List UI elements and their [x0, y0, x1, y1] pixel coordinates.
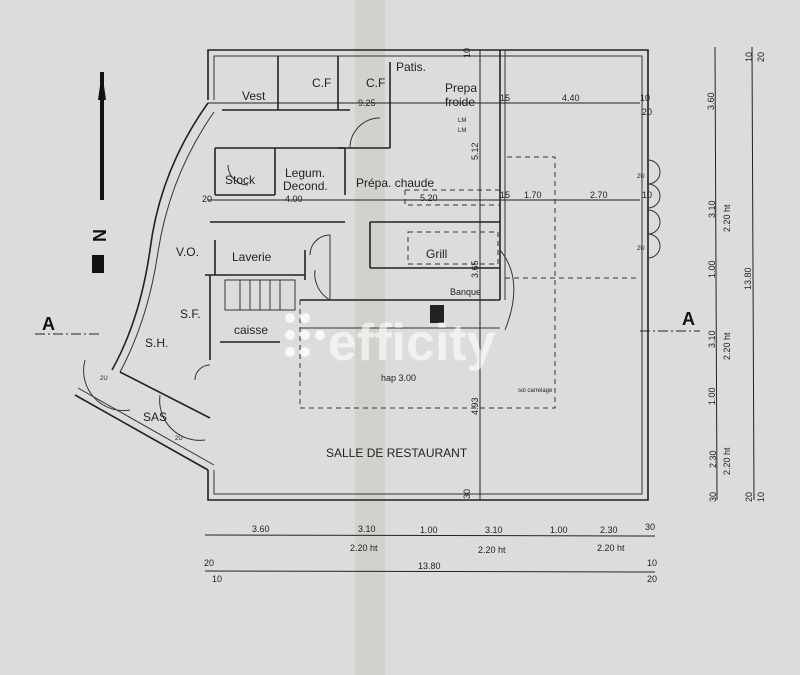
room-cf-1: C.F [312, 76, 331, 90]
door-label-1: 2U [637, 174, 645, 180]
interior-dimension-labels: 4.40 1.70 2.70 5.12 3.65 4.93 15 15 10 2… [100, 48, 652, 499]
bottom-dim-left-top: 20 [204, 558, 214, 568]
door-label-2: 2U [637, 246, 645, 252]
dim-4-93: 4.93 [470, 397, 480, 415]
dim-15-b: 15 [500, 190, 510, 200]
sink-label-1: LM [458, 118, 466, 124]
room-laverie: Laverie [232, 250, 272, 264]
right-dim-seg: 30 [708, 492, 718, 502]
right-dim-height: 2.20 ht [722, 204, 732, 232]
bottom-dim-height: 2.20 ht [478, 545, 506, 555]
section-line-left: A [35, 314, 100, 335]
bottom-dim-seg: 1.00 [420, 525, 438, 535]
floor-finish-label: sol carrelage [518, 388, 553, 394]
cf-dimension: 9.25 [358, 98, 376, 108]
right-dim-seg: 3.60 [706, 92, 716, 110]
right-dim-top-a: 10 [744, 52, 754, 62]
dim-5-12: 5.12 [470, 142, 480, 160]
dashed-outlines [299, 156, 640, 409]
room-vo: V.O. [176, 245, 199, 259]
bottom-dim-seg: 1.00 [550, 525, 568, 535]
right-dim-bottom-b: 10 [756, 492, 766, 502]
right-dim-seg: 1.00 [707, 387, 717, 405]
bottom-dim-seg: 3.10 [358, 524, 376, 534]
dim-15-a: 15 [500, 93, 510, 103]
bottom-dim-right-top: 10 [647, 558, 657, 568]
room-labels: Vest C.F C.F 9.25 Patis. Prepa froide LM… [143, 60, 553, 460]
room-vest: Vest [242, 89, 266, 103]
watermark-text: efficity [328, 314, 496, 372]
bottom-dim-seg: 3.10 [485, 525, 503, 535]
section-marker-right: A [682, 309, 695, 329]
bottom-dim-height: 2.20 ht [350, 543, 378, 553]
dim-2-70: 2.70 [590, 190, 608, 200]
room-grill: Grill [426, 247, 447, 261]
north-label: N [90, 229, 110, 242]
room-legumerie-2: Decond. [283, 179, 328, 193]
bottom-dim-seg: 2.30 [600, 525, 618, 535]
dim-3-65: 3.65 [470, 260, 480, 278]
bottom-dim-total: 13.80 [418, 561, 441, 571]
door-label-4: 2U [175, 436, 183, 442]
section-marker-left: A [42, 314, 55, 334]
room-caisse: caisse [234, 323, 268, 337]
interior-walls [205, 50, 506, 360]
room-prepa-froide-1: Prepa [445, 81, 477, 95]
bottom-dim-right-bottom: 20 [647, 574, 657, 584]
dim-30-a: 30 [462, 489, 472, 499]
interior-dimension-lines [208, 50, 640, 500]
dim-20-a: 20 [642, 107, 652, 117]
bottom-dim-height: 2.20 ht [597, 543, 625, 553]
room-prepa-froide-2: froide [445, 95, 475, 109]
door-label-3: 2U [100, 376, 108, 382]
bottom-dim-seg: 30 [645, 522, 655, 532]
right-dim-seg: 3.10 [707, 330, 717, 348]
right-dim-height: 2.20 ht [722, 447, 732, 475]
legumerie-dimension: 4.00 [285, 194, 303, 204]
prepa-chaude-dimension: 5.20 [420, 193, 438, 203]
right-dim-height: 2.20 ht [722, 332, 732, 360]
doors [83, 117, 661, 441]
outer-walls [74, 49, 649, 501]
bottom-dim-seg: 3.60 [252, 524, 270, 534]
right-dimensions: 3.60 3.10 1.00 3.10 1.00 2.30 30 2.20 ht… [706, 46, 766, 502]
dim-1-70: 1.70 [524, 190, 542, 200]
right-dim-seg: 2.30 [708, 450, 718, 468]
room-sf: S.F. [180, 307, 201, 321]
counter-label: Banque [450, 287, 481, 297]
room-stock: Stock [225, 173, 256, 187]
dim-10-c: 10 [462, 48, 472, 58]
dim-10-a: 10 [640, 93, 650, 103]
right-dim-seg: 1.00 [707, 260, 717, 278]
dim-10-b: 10 [642, 190, 652, 200]
room-salle-de-restaurant: SALLE DE RESTAURANT [326, 446, 468, 460]
room-sh: S.H. [145, 336, 168, 350]
dim-4-40: 4.40 [562, 93, 580, 103]
paper-fold [355, 0, 385, 675]
staircase [224, 279, 296, 311]
sink-label-2: LM [458, 128, 466, 134]
dim-20-b: 20 [202, 194, 212, 204]
efficity-watermark: efficity [285, 313, 496, 372]
bottom-dim-left-bottom: 10 [212, 574, 222, 584]
right-dim-seg: 3.10 [707, 200, 717, 218]
section-line-right: A [640, 309, 700, 332]
room-prepa-chaude: Prépa. chaude [356, 176, 434, 190]
right-dim-top-b: 20 [756, 52, 766, 62]
room-sas: SAS [143, 410, 167, 424]
room-cf-2: C.F [366, 76, 385, 90]
ceiling-height-label: hap 3.00 [381, 373, 416, 383]
bottom-dimensions: 3.60 3.10 1.00 3.10 1.00 2.30 30 2.20 ht… [204, 522, 657, 584]
right-dim-total: 13.80 [743, 267, 753, 290]
room-legumerie-1: Legum. [285, 166, 325, 180]
north-arrow-icon [92, 72, 106, 273]
room-patisserie: Patis. [396, 60, 426, 74]
right-dim-bottom-a: 20 [744, 492, 754, 502]
